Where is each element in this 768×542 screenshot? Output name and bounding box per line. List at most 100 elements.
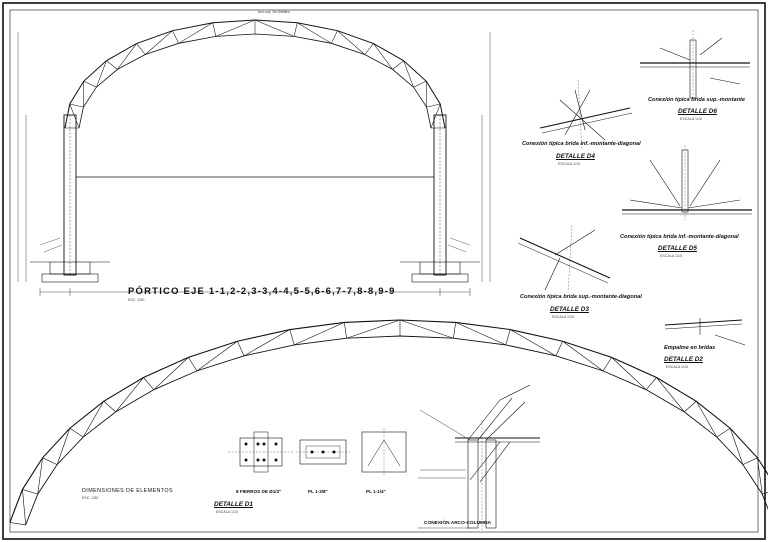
truss-vertical bbox=[684, 401, 697, 413]
truss-diagonal bbox=[696, 401, 718, 438]
section-label-pl-3-8: PL 1-3/8" bbox=[308, 489, 328, 494]
detail-d4-label: DETALLE D4 bbox=[556, 153, 595, 160]
ground-hatching bbox=[39, 237, 471, 253]
truss-vertical bbox=[212, 22, 217, 37]
detail-d3-caption: Conexión típica brida sup.-montante-diag… bbox=[520, 294, 642, 300]
detail-d4-caption: Conexión típica brida inf.-montante-diag… bbox=[522, 141, 641, 147]
detail-d5-scale: ESCALA 1/10 bbox=[660, 254, 682, 258]
truss-diagonal bbox=[145, 30, 173, 55]
detail-d6-label: DETALLE D6 bbox=[678, 108, 717, 115]
truss-diagonal bbox=[611, 357, 647, 390]
truss-vertical bbox=[103, 401, 116, 413]
truss-vertical bbox=[555, 341, 563, 356]
truss-diagonal bbox=[757, 457, 763, 495]
truss-vertical bbox=[289, 329, 295, 345]
right-footing bbox=[400, 261, 480, 283]
truss-diagonal bbox=[22, 489, 26, 525]
truss-vertical bbox=[69, 103, 84, 108]
detail-d2-label: DETALLE D2 bbox=[664, 356, 703, 363]
truss-diagonal bbox=[115, 377, 144, 413]
left-footing bbox=[30, 261, 110, 283]
truss-diagonal bbox=[430, 103, 441, 129]
truss-diagonal bbox=[37, 457, 43, 495]
detail-d2-caption: Empalme en bridas bbox=[664, 345, 716, 351]
truss-diagonal bbox=[69, 103, 80, 129]
detail-d2-scale: ESCALA 1/10 bbox=[666, 365, 688, 369]
truss-vertical bbox=[143, 377, 155, 390]
portal-scale: ESC. 1/50 bbox=[128, 298, 145, 302]
truss-diagonal bbox=[243, 329, 290, 357]
truss-bottom-chord bbox=[78, 33, 432, 129]
truss-diagonal bbox=[178, 22, 213, 44]
detail-d5-drawing bbox=[622, 145, 752, 222]
truss-vertical bbox=[716, 427, 731, 438]
detail-d6-caption: Conexión típica brida sup.-montante bbox=[648, 97, 745, 103]
detail-d1-label: DETALLE D1 bbox=[214, 501, 253, 508]
truss-diagonal bbox=[196, 341, 238, 372]
detail-d5-label: DETALLE D5 bbox=[658, 245, 697, 252]
element-dimensions-arch bbox=[9, 319, 768, 526]
truss-vertical bbox=[344, 322, 347, 339]
truss-diagonal bbox=[403, 60, 414, 88]
truss-vertical bbox=[453, 322, 456, 339]
truss-diagonal bbox=[455, 322, 506, 346]
detail-d6-drawing bbox=[640, 30, 750, 100]
truss-diagonal bbox=[656, 377, 685, 413]
truss-vertical bbox=[172, 30, 179, 44]
portal-arch-truss bbox=[64, 19, 446, 129]
truss-vertical bbox=[505, 329, 511, 345]
portal-frame-elevation bbox=[17, 19, 491, 296]
truss-diagonal bbox=[254, 19, 295, 37]
truss-diagonal bbox=[337, 30, 365, 55]
elements-title: DIMENSIONES DE ELEMENTOS bbox=[82, 488, 173, 494]
truss-diagonal bbox=[346, 319, 401, 339]
section-plate-1-4 bbox=[361, 428, 407, 476]
truss-diagonal bbox=[117, 43, 137, 70]
detail-d3-label: DETALLE D3 bbox=[550, 306, 589, 313]
truss-diagonal bbox=[562, 341, 604, 372]
truss-diagonal bbox=[153, 357, 189, 390]
truss-diagonal bbox=[729, 428, 744, 465]
detail-d4-scale: ESCALA 1/10 bbox=[558, 162, 580, 166]
truss-vertical bbox=[392, 60, 404, 70]
truss-diagonal bbox=[373, 43, 393, 70]
truss-vertical bbox=[83, 80, 97, 88]
arch-column-connection-drawing bbox=[418, 384, 540, 530]
truss-diagonal bbox=[399, 319, 454, 339]
truss-vertical bbox=[645, 377, 657, 390]
detail-d5-caption: Conexión típica brida inf.-montante-diag… bbox=[620, 234, 739, 240]
truss-vertical bbox=[106, 60, 118, 70]
truss-diagonal bbox=[56, 428, 71, 465]
truss-vertical bbox=[762, 492, 768, 495]
truss-vertical bbox=[9, 522, 26, 526]
truss-diagonal bbox=[96, 60, 107, 88]
truss-vertical bbox=[364, 43, 374, 55]
truss-vertical bbox=[413, 80, 427, 88]
right-column bbox=[433, 114, 447, 276]
section-label-pl-1-4: PL 1-1/4" bbox=[366, 489, 386, 494]
truss-diagonal bbox=[297, 22, 332, 44]
detail-d3-scale: ESCALA 1/10 bbox=[552, 315, 574, 319]
section-column-8-bars bbox=[228, 431, 294, 473]
sheet-inner-border bbox=[9, 9, 759, 533]
detail-d6-scale: ESCALA 1/10 bbox=[680, 117, 702, 121]
connection-title: CONEXIÓN ARCO-COLUMNA bbox=[424, 521, 491, 526]
section-label-8-bars: 8 FIERROS DE Ø1/2" bbox=[236, 489, 282, 494]
ridge-note: Arco sup. Ver Detalles bbox=[258, 10, 290, 14]
truss-top-chord bbox=[64, 19, 446, 129]
portal-title: PÓRTICO EJE 1-1,2-2,3-3,4-4,5-5,6-6,7-7,… bbox=[128, 286, 396, 297]
truss-vertical bbox=[742, 457, 758, 465]
detail-d2-drawing bbox=[664, 318, 746, 346]
truss-vertical bbox=[188, 357, 198, 372]
dimension-lines bbox=[17, 32, 491, 296]
truss-vertical bbox=[602, 357, 612, 372]
truss-vertical bbox=[69, 427, 84, 438]
truss-vertical bbox=[331, 30, 338, 44]
truss-diagonal bbox=[215, 19, 256, 37]
truss-bottom-chord bbox=[25, 335, 768, 526]
left-column bbox=[63, 114, 77, 276]
detail-d1-sections bbox=[228, 428, 407, 476]
section-plate-3-8 bbox=[296, 439, 350, 465]
